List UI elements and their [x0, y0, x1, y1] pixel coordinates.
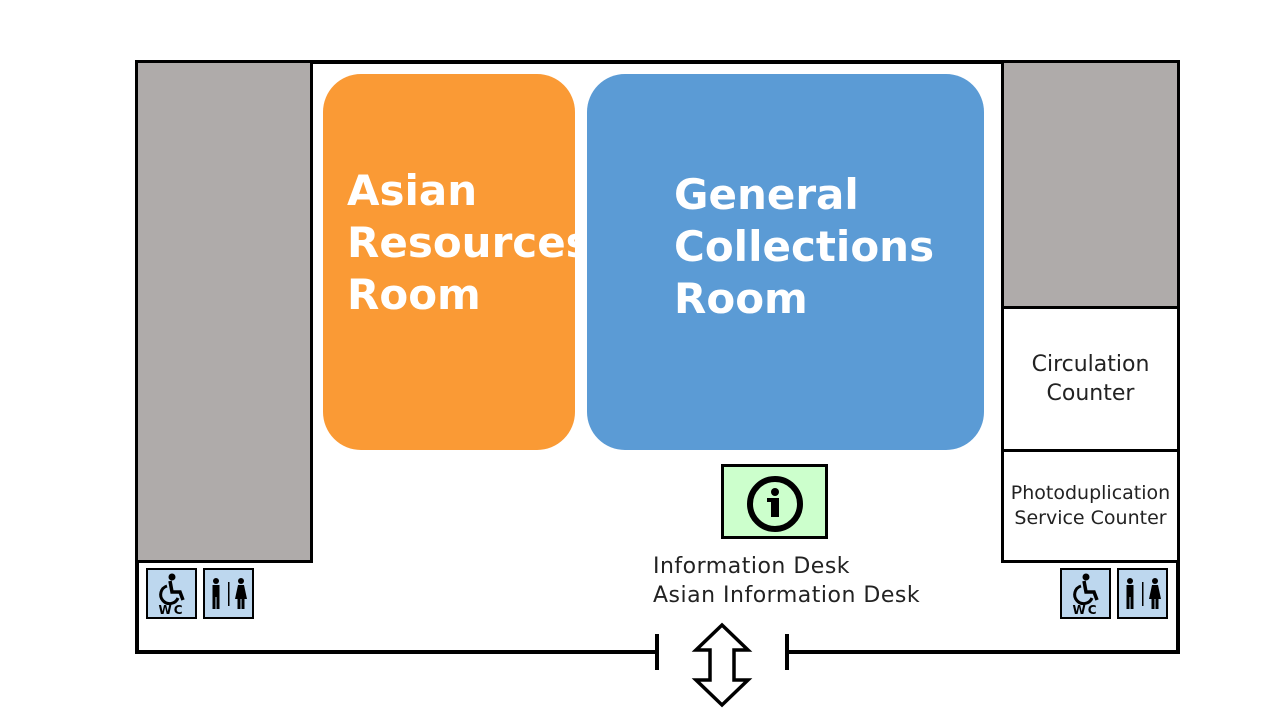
info-icon: [747, 476, 803, 532]
information-desk-line1: Information Desk: [653, 554, 851, 579]
gray-block-right: [1001, 60, 1180, 309]
wc-label-right: WC: [1072, 603, 1099, 617]
photoduplication-counter: Photoduplication Service Counter: [1001, 449, 1180, 563]
wall-top: [135, 60, 1180, 64]
wheelchair-icon: [1073, 573, 1099, 606]
restroom-left[interactable]: [203, 568, 254, 619]
information-desk-label: Information Desk Asian Information Desk: [653, 552, 920, 610]
accessible-wc-left[interactable]: WC: [146, 568, 197, 619]
restroom-right[interactable]: [1117, 568, 1168, 619]
general-collections-room[interactable]: General Collections Room: [587, 74, 984, 450]
wheelchair-icon: [159, 573, 185, 606]
wall-bottom-left: [135, 650, 658, 654]
photoduplication-counter-label: Photoduplication Service Counter: [1010, 482, 1171, 529]
door-post-right: [785, 634, 789, 670]
wc-label-left: WC: [158, 603, 185, 617]
circulation-counter-label: Circulation Counter: [1031, 352, 1150, 406]
information-desk-line2: Asian Information Desk: [653, 583, 921, 608]
asian-resources-room-label: Asian Resources Room: [347, 166, 591, 319]
gray-block-left: [135, 60, 313, 563]
accessible-wc-right[interactable]: WC: [1060, 568, 1111, 619]
double-arrow-icon: [691, 622, 753, 708]
man-woman-icon: [1126, 578, 1161, 609]
circulation-counter: Circulation Counter: [1001, 306, 1180, 452]
man-woman-icon: [212, 578, 247, 609]
information-desk-icon-box[interactable]: [721, 464, 828, 539]
asian-resources-room[interactable]: Asian Resources Room: [323, 74, 591, 450]
wall-bottom-right: [786, 650, 1180, 654]
general-collections-room-label: General Collections Room: [674, 170, 935, 323]
door-post-left: [655, 634, 659, 670]
